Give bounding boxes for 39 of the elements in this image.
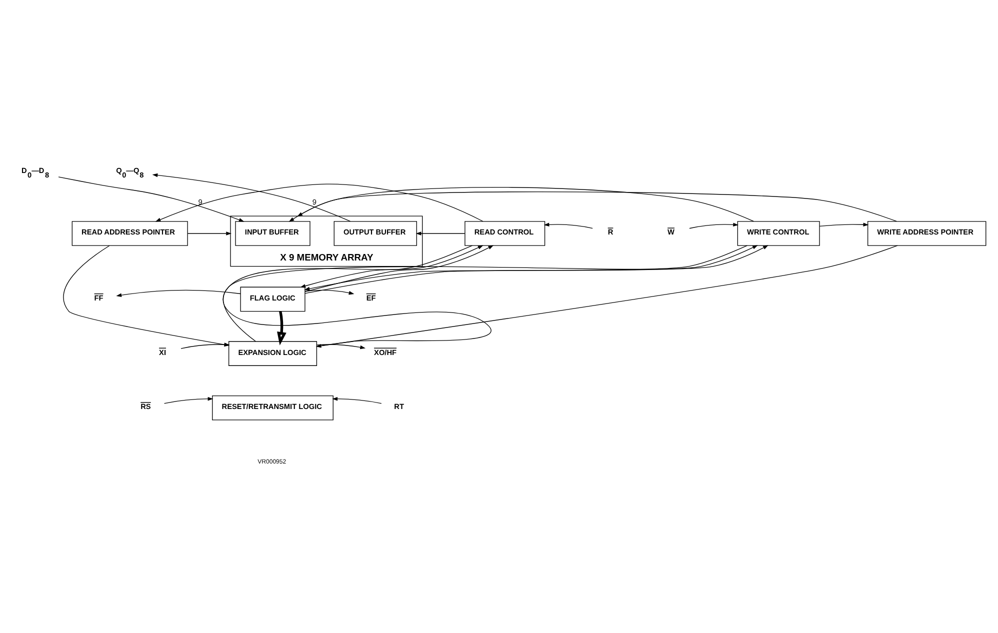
arrow (416, 231, 466, 235)
edge-label: 9 (312, 196, 316, 206)
arrow (288, 186, 754, 222)
node-box: EXPANSION LOGIC (228, 340, 318, 366)
arrow (164, 396, 214, 404)
node-text: XI (159, 347, 166, 356)
arrow (222, 244, 758, 342)
arrow (300, 244, 473, 288)
arrow (180, 342, 230, 348)
arrow (152, 172, 351, 222)
node-text: XO/HF (374, 347, 397, 356)
arrow (63, 244, 230, 346)
arrow (187, 231, 232, 235)
arrow (544, 222, 593, 228)
node-box: FLAG LOGIC (240, 286, 306, 312)
arrow (116, 289, 241, 296)
node-box: READ ADDRESS POINTER (72, 220, 188, 246)
arrow (332, 396, 382, 404)
node-text: W (668, 227, 675, 236)
node-box: WRITE ADDRESS POINTER (867, 220, 986, 246)
arrow (277, 310, 286, 345)
node-text: R (608, 227, 614, 236)
node-text: RS (140, 402, 151, 411)
arrow (304, 244, 494, 292)
node-box: WRITE CONTROL (737, 220, 820, 246)
node-text: FF (94, 292, 104, 302)
node-box: OUTPUT BUFFER (334, 220, 417, 246)
node-box: READ CONTROL (464, 220, 546, 246)
arrow (155, 183, 484, 222)
arrow (297, 190, 897, 222)
node-box: RESET/RETRANSMIT LOGIC (212, 395, 334, 420)
node-text: EF (366, 292, 376, 302)
edge-label: 9 (198, 196, 202, 206)
arrow (689, 222, 739, 228)
node-box: INPUT BUFFER (235, 220, 310, 246)
arrow (304, 289, 354, 294)
arrow (58, 176, 244, 222)
arrow (819, 222, 869, 226)
node-text: RT (394, 402, 404, 411)
